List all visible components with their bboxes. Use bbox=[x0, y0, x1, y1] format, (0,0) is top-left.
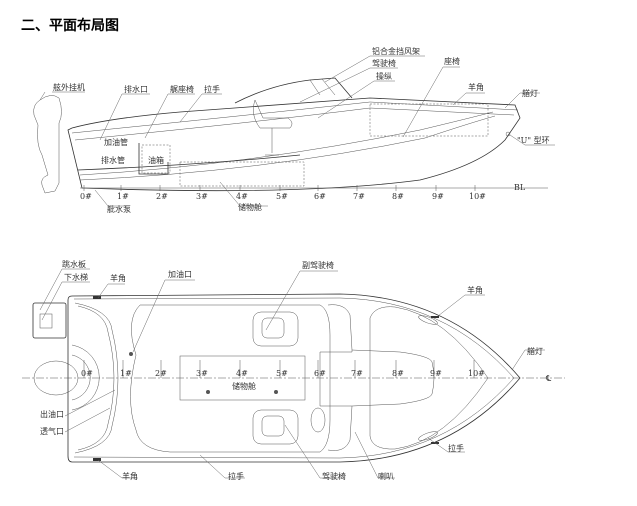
frame-label: 8# bbox=[392, 192, 404, 201]
windshield-shape bbox=[234, 77, 353, 104]
frame-label: 4# bbox=[236, 369, 248, 378]
frame-label: 1# bbox=[120, 369, 132, 378]
label-storage: 储物舱 bbox=[238, 202, 262, 212]
label-drain-pipe: 排水管 bbox=[101, 155, 125, 165]
label-seat: 座椅 bbox=[444, 56, 460, 66]
label-plan-storage: 储物舱 bbox=[232, 381, 256, 391]
label-ladder: 下水梯 bbox=[64, 272, 88, 282]
label-stern-seat: 艉座椅 bbox=[170, 84, 194, 94]
frame-label: 5# bbox=[276, 369, 288, 378]
label-co-driver-seat: 副驾驶椅 bbox=[302, 260, 334, 270]
driver-seat-shape bbox=[253, 99, 293, 156]
label-outboard-motor: 舷外挂机 bbox=[53, 82, 85, 92]
frame-label: 4# bbox=[236, 192, 248, 201]
steering-wheel bbox=[310, 407, 326, 433]
frame-label: 7# bbox=[353, 192, 365, 201]
frame-label: 9# bbox=[432, 192, 444, 201]
label-fuel-pipe: 加油管 bbox=[104, 137, 128, 147]
label-bow-light: 艏灯 bbox=[522, 88, 538, 98]
frame-label: 2# bbox=[156, 192, 168, 201]
label-handrail: 拉手 bbox=[204, 84, 220, 94]
storage-shape bbox=[179, 161, 305, 187]
label-drain-outlet: 排水口 bbox=[124, 84, 148, 94]
outboard-motor-shape bbox=[33, 95, 62, 194]
frame-label: 0# bbox=[81, 369, 93, 378]
label-handrail-bow: 拉手 bbox=[448, 443, 464, 453]
baseline-label: BL bbox=[514, 183, 526, 192]
frame-label: 5# bbox=[276, 192, 288, 201]
frame-label: 6# bbox=[314, 192, 326, 201]
swim-platform-shape bbox=[32, 302, 67, 339]
frame-label: 8# bbox=[392, 369, 404, 378]
label-bilge-pump: 舭水泵 bbox=[107, 204, 131, 214]
label-fuel-outlet: 出油口 bbox=[40, 409, 64, 419]
label-controls: 操纵 bbox=[376, 71, 392, 81]
label-vent: 透气口 bbox=[40, 426, 64, 436]
label-windshield: 铝合金挡风架 bbox=[372, 46, 420, 56]
side-view: 0# 1# 2# 3# 4# 5# 6# 7# 8# 9# 10# BL 舷外挂… bbox=[33, 46, 555, 214]
plan-hull bbox=[67, 293, 521, 463]
label-cleat-bow-top: 羊角 bbox=[467, 285, 483, 295]
frame-label: 3# bbox=[196, 192, 208, 201]
side-hull bbox=[67, 97, 521, 192]
frame-label: 10# bbox=[468, 369, 485, 378]
driver-seat-shape-plan bbox=[252, 409, 299, 445]
frame-label: 0# bbox=[80, 192, 92, 201]
frame-label: 10# bbox=[469, 192, 486, 201]
frame-label: 6# bbox=[314, 369, 326, 378]
frame-label: 3# bbox=[196, 369, 208, 378]
section-title: 二、平面布局图 bbox=[21, 18, 119, 34]
label-fuel-inlet: 加油口 bbox=[168, 269, 192, 279]
label-cleat: 羊角 bbox=[468, 82, 484, 92]
fuel-tank-shape bbox=[141, 144, 171, 174]
frame-label: 1# bbox=[117, 192, 129, 201]
label-driver-seat-plan: 驾驶椅 bbox=[322, 471, 346, 481]
side-frame-ticks bbox=[83, 185, 476, 191]
label-fuel-tank: 油箱 bbox=[148, 155, 164, 165]
co-driver-seat-shape bbox=[252, 311, 299, 347]
frame-label: 7# bbox=[351, 369, 363, 378]
label-driver-seat: 驾驶椅 bbox=[372, 58, 396, 68]
plan-view: 0# 1# 2# 3# 4# 5# 6# 7# 8# 9# 10# 储物舱 ℄ … bbox=[22, 259, 565, 481]
label-swim-platform: 跳水板 bbox=[62, 259, 86, 269]
label-cleat-stern-top: 羊角 bbox=[110, 273, 126, 283]
label-bow-light-plan: 艏灯 bbox=[527, 346, 543, 356]
label-handrail-mid: 拉手 bbox=[228, 471, 244, 481]
label-centerline: ℄ bbox=[545, 374, 552, 383]
label-u-ring: "U" 型环 bbox=[517, 136, 550, 145]
label-horn: 喇叭 bbox=[378, 471, 394, 481]
frame-label: 9# bbox=[430, 369, 442, 378]
label-cleat-stern-bottom: 羊角 bbox=[122, 471, 138, 481]
frame-label: 2# bbox=[155, 369, 167, 378]
plan-frame-ticks bbox=[83, 360, 475, 378]
